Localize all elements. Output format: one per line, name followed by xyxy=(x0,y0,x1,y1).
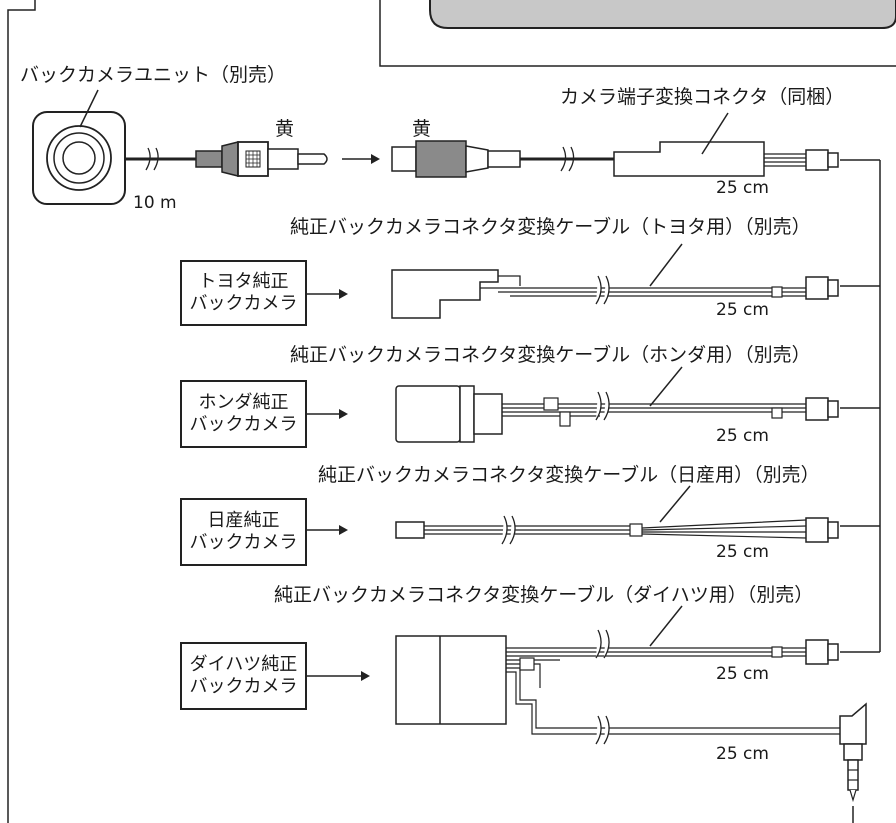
source-line2: バックカメラ xyxy=(189,293,298,314)
honda-connector xyxy=(395,385,839,443)
source-box-daihatsu: ダイハツ純正 バックカメラ xyxy=(180,642,307,710)
source-line1: トヨタ純正 xyxy=(198,270,289,292)
top-panel xyxy=(429,0,896,29)
rca-plug-left xyxy=(195,141,328,177)
toyota-connector xyxy=(391,269,839,319)
cable-length-nissan: 25 cm xyxy=(716,542,769,562)
break-mark xyxy=(560,146,575,172)
source-box-honda: ホンダ純正 バックカメラ xyxy=(180,380,307,448)
cable-length-honda: 25 cm xyxy=(716,426,769,446)
converter-length: 25 cm xyxy=(716,178,769,198)
source-line2: バックカメラ xyxy=(189,676,298,697)
break-mark xyxy=(145,147,159,171)
source-box-toyota: トヨタ純正 バックカメラ xyxy=(180,260,307,326)
outer-frame-left xyxy=(7,0,36,823)
audio-cable-length-daihatsu: 25 cm xyxy=(716,744,769,764)
source-line2: バックカメラ xyxy=(189,532,298,553)
cable-length-toyota: 25 cm xyxy=(716,300,769,320)
converter-leader xyxy=(701,112,729,155)
arrow-right-icon xyxy=(361,671,370,681)
arrow-right-icon xyxy=(371,154,380,164)
outer-frame-top xyxy=(379,0,896,67)
arrow-right-icon xyxy=(339,289,348,299)
source-line1: 日産純正 xyxy=(207,509,280,531)
camera-unit xyxy=(32,111,126,205)
cable-title-toyota: 純正バックカメラコネクタ変換ケーブル（トヨタ用）（別売） xyxy=(290,216,811,238)
camera-cable-length: 10 m xyxy=(133,193,177,213)
daihatsu-connector xyxy=(395,629,840,745)
arrow-right-icon xyxy=(339,525,348,535)
source-line1: ホンダ純正 xyxy=(198,391,289,413)
converter-connector xyxy=(613,141,839,177)
cable-title-honda: 純正バックカメラコネクタ変換ケーブル（ホンダ用）（別売） xyxy=(290,344,811,366)
cable-title-daihatsu: 純正バックカメラコネクタ変換ケーブル（ダイハツ用）（別売） xyxy=(274,584,814,606)
camera-unit-label: バックカメラユニット（別売） xyxy=(20,64,287,86)
nissan-connector xyxy=(395,515,839,545)
cable-length-daihatsu: 25 cm xyxy=(716,664,769,684)
source-box-nissan: 日産純正 バックカメラ xyxy=(180,498,307,566)
arrow-right-icon xyxy=(339,409,348,419)
cable-title-nissan: 純正バックカメラコネクタ変換ケーブル（日産用）（別売） xyxy=(318,464,820,486)
source-line1: ダイハツ純正 xyxy=(189,653,298,675)
source-line2: バックカメラ xyxy=(189,414,298,435)
camera-leader xyxy=(79,89,99,128)
converter-label: カメラ端子変換コネクタ（同梱） xyxy=(560,86,845,108)
rca-jack-right xyxy=(391,140,521,178)
audio-mini-plug xyxy=(839,702,867,823)
rca-left-color: 黄 xyxy=(275,118,295,140)
rca-right-color: 黄 xyxy=(412,118,432,140)
